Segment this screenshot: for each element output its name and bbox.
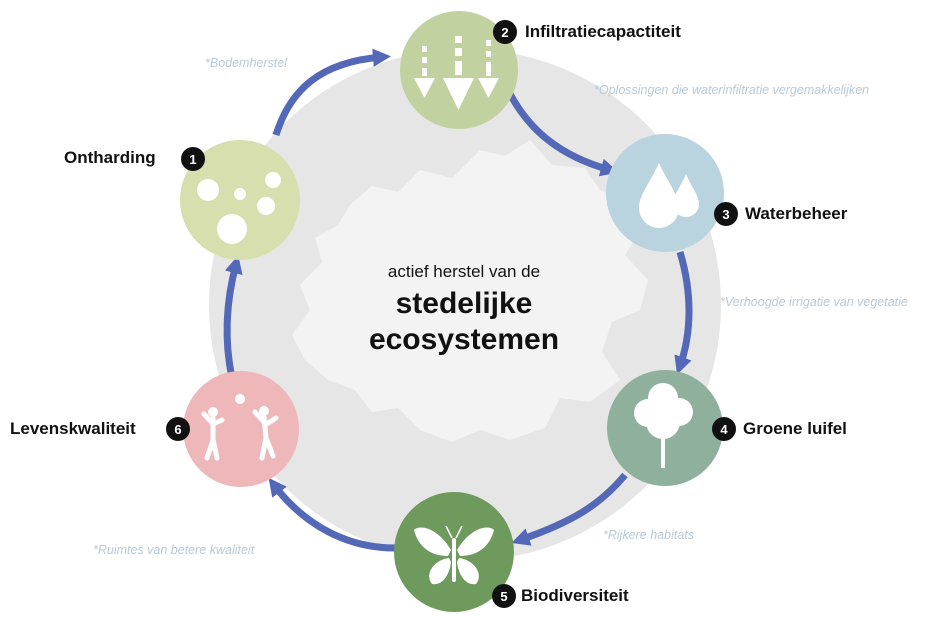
- step-4-badge: [712, 417, 736, 441]
- butterfly-icon: [414, 525, 494, 585]
- step-3-number: 3: [722, 207, 729, 222]
- arrow-1-to-2: [272, 48, 392, 137]
- center-title: stedelijke ecosystemen: [314, 286, 614, 358]
- arrow-2-to-3: [504, 88, 619, 177]
- step-4-number: 4: [720, 422, 728, 437]
- center-title-line-1: stedelijke: [395, 287, 533, 320]
- center-title-line-2: ecosystemen: [368, 323, 560, 356]
- step-5-number: 5: [500, 589, 507, 604]
- arrow-3-to-4: [674, 250, 693, 375]
- step-3-badge: [714, 202, 738, 226]
- pebbles-icon: [197, 172, 281, 244]
- step-6-label: Levenskwaliteit: [10, 419, 136, 438]
- infiltration-arrows-icon: [414, 36, 499, 110]
- tree-icon: [634, 383, 693, 468]
- step-6-number: 6: [174, 422, 181, 437]
- note-habitats: *Rijkere habitats: [603, 528, 695, 542]
- arrow-5-to-6: [268, 477, 396, 552]
- step-4-label: Groene luifel: [743, 419, 847, 438]
- city-map-silhouette: [292, 140, 648, 442]
- arrow-6-to-1: [223, 255, 243, 379]
- step-6-badge: [166, 417, 190, 441]
- step-2-badge: [493, 20, 517, 44]
- step-1-number: 1: [189, 152, 196, 167]
- step-5-badge: [492, 584, 516, 608]
- note-ruimtes: *Ruimtes van betere kwaliteit: [93, 543, 255, 557]
- arrow-4-to-5: [511, 472, 628, 546]
- step-1-label: Ontharding: [64, 148, 156, 167]
- step-2-label: Infiltratiecapactiteit: [525, 22, 681, 41]
- people-playing-icon: [201, 394, 279, 461]
- step-1-badge: [181, 147, 205, 171]
- note-waterinfiltratie: *Oplossingen die waterinfiltratie vergem…: [594, 83, 870, 97]
- center-subtitle: actief herstel van de: [387, 262, 541, 281]
- step-3-label: Waterbeheer: [745, 204, 848, 223]
- step-5-label: Biodiversiteit: [521, 586, 629, 605]
- note-bodemherstel: *Bodemherstel: [205, 56, 287, 70]
- step-6-circle: [183, 371, 299, 487]
- water-drops-icon: [639, 163, 699, 228]
- note-irrigatie: *Verhoogde irrigatie van vegetatie: [720, 295, 908, 309]
- step-2-number: 2: [501, 25, 508, 40]
